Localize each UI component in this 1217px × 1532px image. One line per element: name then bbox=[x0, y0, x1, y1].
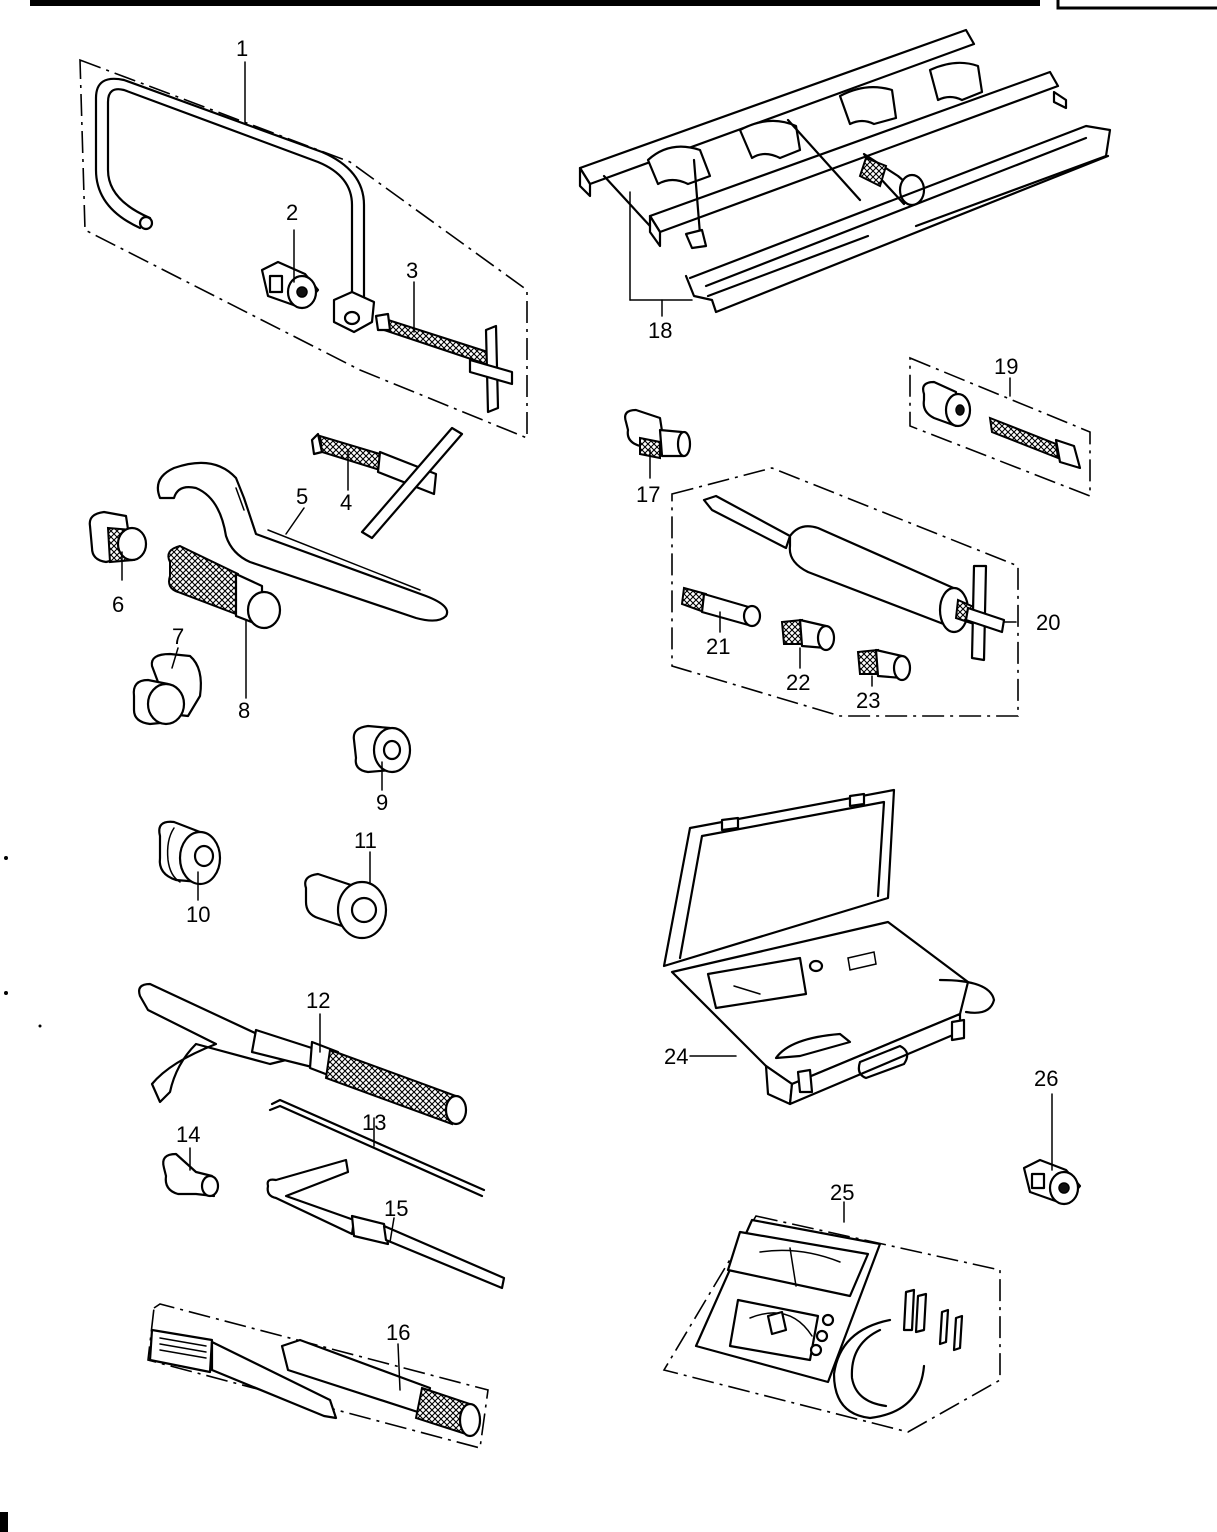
label-22: 22 bbox=[786, 670, 810, 695]
item-15-driver bbox=[266, 1158, 506, 1290]
label-26: 26 bbox=[1034, 1066, 1058, 1091]
item-11-adapter bbox=[304, 851, 388, 940]
label-16: 16 bbox=[386, 1320, 410, 1345]
label-12: 12 bbox=[306, 988, 330, 1013]
label-15: 15 bbox=[384, 1196, 408, 1221]
item-26-adapter bbox=[1022, 1093, 1082, 1206]
item-2-adapter bbox=[260, 229, 320, 310]
item-19-bolt-set bbox=[909, 356, 1091, 498]
label-9: 9 bbox=[376, 790, 388, 815]
item-16-tool-set bbox=[147, 1303, 489, 1450]
item-18-block-holder bbox=[578, 28, 1112, 317]
item-10-adapter bbox=[158, 820, 222, 901]
label-4: 4 bbox=[340, 490, 352, 515]
group-1-3-outline bbox=[79, 58, 528, 440]
label-14: 14 bbox=[176, 1122, 200, 1147]
label-18: 18 bbox=[648, 318, 672, 343]
label-17: 17 bbox=[636, 482, 660, 507]
item-22-adapter bbox=[780, 618, 836, 669]
item-24-tester-case bbox=[662, 788, 996, 1106]
item-13-rod bbox=[268, 1098, 486, 1198]
label-3: 3 bbox=[406, 258, 418, 283]
label-5: 5 bbox=[296, 484, 308, 509]
item-6-adapter bbox=[88, 510, 148, 581]
item-5-hook-wrench bbox=[156, 461, 449, 622]
label-20: 20 bbox=[1036, 610, 1060, 635]
item-7-adapter bbox=[132, 647, 202, 726]
item-4-forcing-bolt bbox=[310, 426, 464, 540]
item-21-adapter bbox=[680, 586, 762, 633]
item-20-slide-hammer-set bbox=[671, 467, 1019, 717]
label-2: 2 bbox=[286, 200, 298, 225]
label-1: 1 bbox=[236, 36, 248, 61]
label-8: 8 bbox=[238, 698, 250, 723]
label-10: 10 bbox=[186, 902, 210, 927]
label-21: 21 bbox=[706, 634, 730, 659]
item-1-puller-frame bbox=[94, 61, 376, 334]
label-11: 11 bbox=[354, 828, 377, 853]
label-6: 6 bbox=[112, 592, 124, 617]
label-24: 24 bbox=[664, 1044, 688, 1069]
item-8-driver bbox=[167, 544, 282, 699]
callout-labels: 1 2 3 4 5 6 7 8 9 10 11 12 13 14 15 16 1… bbox=[112, 36, 1060, 1345]
item-17-adapter bbox=[624, 408, 692, 479]
item-23-adapter bbox=[856, 648, 912, 687]
item-25-multimeter bbox=[662, 1201, 1001, 1433]
item-9-adapter bbox=[352, 724, 412, 791]
label-25: 25 bbox=[830, 1180, 854, 1205]
item-3-forcing-bolt bbox=[374, 281, 514, 414]
label-13: 13 bbox=[362, 1110, 386, 1135]
label-19: 19 bbox=[994, 354, 1018, 379]
label-23: 23 bbox=[856, 688, 880, 713]
item-14-adapter bbox=[162, 1147, 220, 1198]
item-12-holder bbox=[138, 982, 468, 1126]
label-7: 7 bbox=[172, 624, 184, 649]
